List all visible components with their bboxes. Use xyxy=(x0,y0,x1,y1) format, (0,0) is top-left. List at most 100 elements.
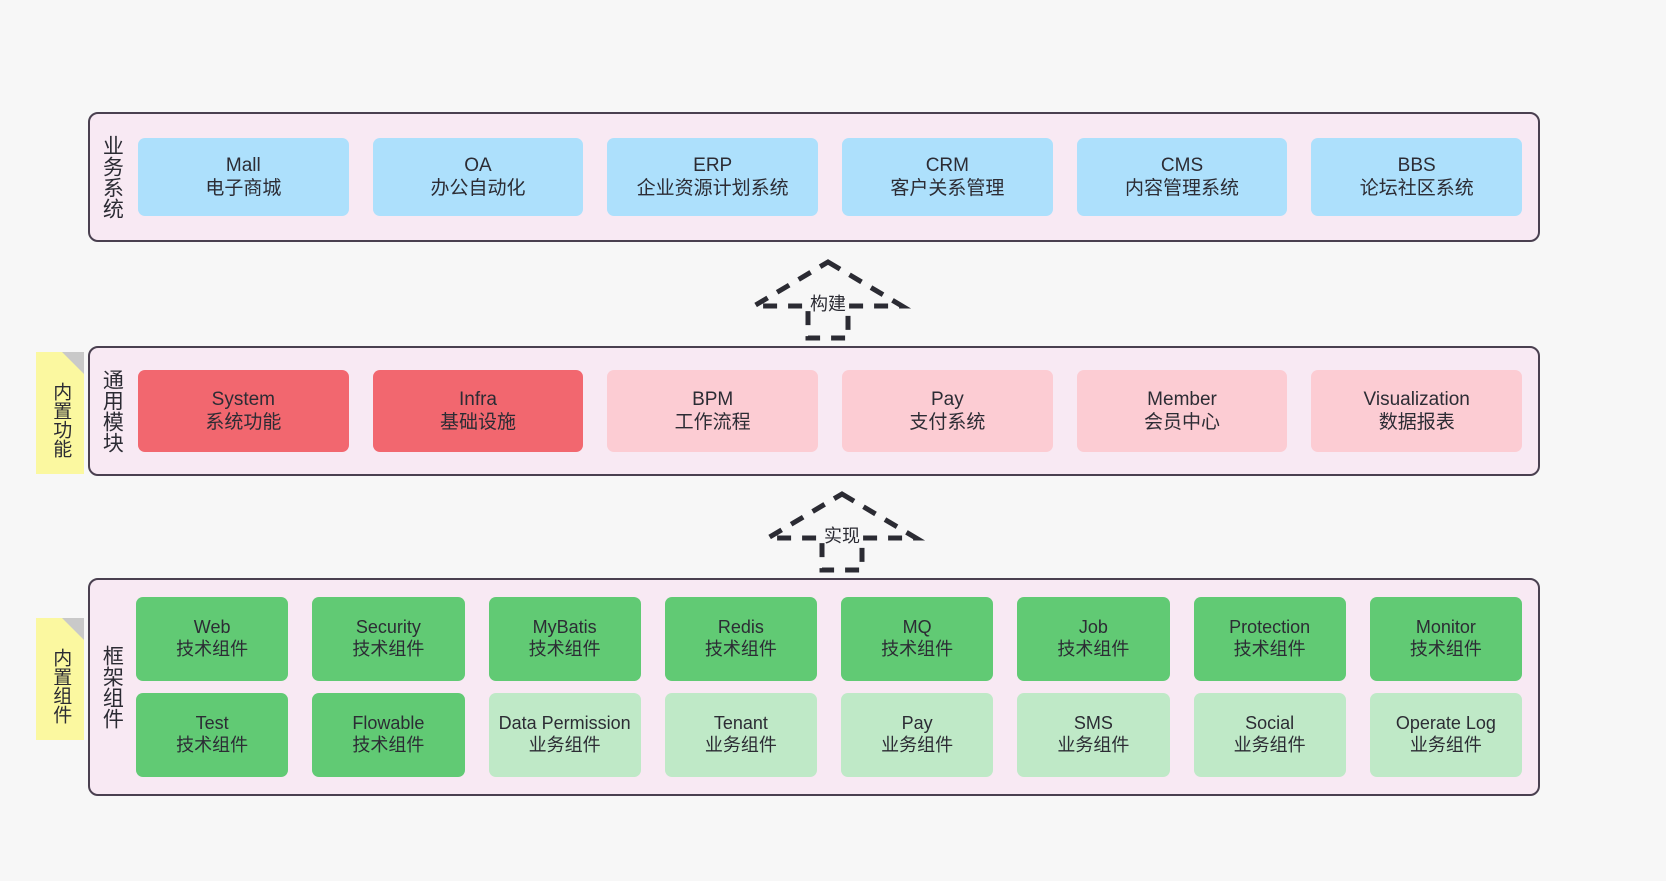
node-operate-log[interactable]: Operate Log 业务组件 xyxy=(1369,693,1522,777)
layer-body-business: Mall 电子商城 OA 办公自动化 ERP 企业资源计划系统 CRM 客户关系… xyxy=(132,114,1538,240)
node-subtitle: 工作流程 xyxy=(674,412,751,433)
node-subtitle: 技术组件 xyxy=(1233,639,1306,659)
node-subtitle: 支付系统 xyxy=(909,412,986,433)
node-subtitle: 论坛社区系统 xyxy=(1359,178,1474,199)
node-title: Test xyxy=(195,713,229,734)
node-title: System xyxy=(211,388,276,410)
node-monitor[interactable]: Monitor 技术组件 xyxy=(1369,597,1522,681)
node-subtitle: 业务组件 xyxy=(1233,735,1306,755)
node-subtitle: 业务组件 xyxy=(1409,735,1482,755)
node-title: Member xyxy=(1147,388,1217,410)
layer-row: Mall 电子商城 OA 办公自动化 ERP 企业资源计划系统 CRM 客户关系… xyxy=(138,138,1523,216)
connector-label: 构建 xyxy=(810,294,846,314)
node-subtitle: 企业资源计划系统 xyxy=(636,178,789,199)
node-subtitle: 客户关系管理 xyxy=(890,178,1005,199)
note-built-in-components: 内置组件 xyxy=(36,618,84,740)
node-title: Social xyxy=(1245,713,1295,734)
node-redis[interactable]: Redis 技术组件 xyxy=(664,597,817,681)
note-label: 内置功能 xyxy=(50,382,72,458)
layer-title-framework: 框架组件 xyxy=(100,645,124,729)
node-security[interactable]: Security 技术组件 xyxy=(312,597,465,681)
node-subtitle: 技术组件 xyxy=(704,639,777,659)
node-erp[interactable]: ERP 企业资源计划系统 xyxy=(607,138,819,216)
node-title: BPM xyxy=(692,388,734,410)
node-title: Pay xyxy=(930,388,964,410)
layer-title-business: 业务系统 xyxy=(100,135,124,219)
node-social[interactable]: Social 业务组件 xyxy=(1193,693,1346,777)
node-protection[interactable]: Protection 技术组件 xyxy=(1193,597,1346,681)
layer-row: Test 技术组件 Flowable 技术组件 Data Permission … xyxy=(136,693,1522,777)
layer-common-modules: 通用模块 System 系统功能 Infra 基础设施 BPM 工作流程 Pay… xyxy=(88,346,1540,476)
node-title: Pay xyxy=(901,713,933,734)
node-subtitle: 业务组件 xyxy=(1057,735,1130,755)
node-title: Security xyxy=(355,617,421,638)
node-title: Tenant xyxy=(713,713,768,734)
node-bbs[interactable]: BBS 论坛社区系统 xyxy=(1311,138,1523,216)
node-subtitle: 系统功能 xyxy=(205,412,282,433)
node-job[interactable]: Job 技术组件 xyxy=(1017,597,1170,681)
node-title: MQ xyxy=(902,617,932,638)
node-test[interactable]: Test 技术组件 xyxy=(136,693,289,777)
node-crm[interactable]: CRM 客户关系管理 xyxy=(842,138,1053,216)
node-title: Data Permission xyxy=(498,713,631,734)
node-oa[interactable]: OA 办公自动化 xyxy=(372,138,584,216)
node-title: OA xyxy=(464,154,492,176)
node-title: CRM xyxy=(925,154,969,176)
node-subtitle: 业务组件 xyxy=(704,735,777,755)
layer-body-modules: System 系统功能 Infra 基础设施 BPM 工作流程 Pay 支付系统… xyxy=(132,348,1538,474)
node-subtitle: 技术组件 xyxy=(528,639,601,659)
node-data-permission[interactable]: Data Permission 业务组件 xyxy=(488,693,641,777)
node-title: BBS xyxy=(1397,154,1436,176)
node-subtitle: 数据报表 xyxy=(1378,412,1455,433)
node-subtitle: 基础设施 xyxy=(440,412,517,433)
node-pay-biz[interactable]: Pay 业务组件 xyxy=(841,693,994,777)
node-title: Operate Log xyxy=(1395,713,1496,734)
connector-build: 构建 xyxy=(744,258,912,341)
note-built-in-functions: 内置功能 xyxy=(36,352,84,474)
node-subtitle: 技术组件 xyxy=(176,639,249,659)
node-subtitle: 内容管理系统 xyxy=(1125,178,1240,199)
node-subtitle: 技术组件 xyxy=(1409,639,1482,659)
node-subtitle: 技术组件 xyxy=(176,735,249,755)
node-mq[interactable]: MQ 技术组件 xyxy=(841,597,994,681)
node-bpm[interactable]: BPM 工作流程 xyxy=(607,370,819,452)
node-subtitle: 技术组件 xyxy=(1057,639,1130,659)
node-subtitle: 办公自动化 xyxy=(430,178,526,199)
node-title: Mall xyxy=(225,154,261,176)
node-title: SMS xyxy=(1073,713,1113,734)
node-infra[interactable]: Infra 基础设施 xyxy=(372,370,584,452)
layer-title-modules: 通用模块 xyxy=(100,369,124,453)
layer-business-systems: 业务系统 Mall 电子商城 OA 办公自动化 ERP 企业资源计划系统 CRM… xyxy=(88,112,1540,242)
note-fold-icon xyxy=(62,352,84,374)
node-sms[interactable]: SMS 业务组件 xyxy=(1017,693,1170,777)
node-web[interactable]: Web 技术组件 xyxy=(136,597,289,681)
node-title: Redis xyxy=(717,617,764,638)
node-pay[interactable]: Pay 支付系统 xyxy=(842,370,1053,452)
connector-label: 实现 xyxy=(824,526,860,546)
node-subtitle: 会员中心 xyxy=(1144,412,1221,433)
node-cms[interactable]: CMS 内容管理系统 xyxy=(1076,138,1288,216)
layer-row: System 系统功能 Infra 基础设施 BPM 工作流程 Pay 支付系统… xyxy=(138,370,1523,452)
node-tenant[interactable]: Tenant 业务组件 xyxy=(664,693,817,777)
node-mall[interactable]: Mall 电子商城 xyxy=(138,138,349,216)
node-member[interactable]: Member 会员中心 xyxy=(1076,370,1288,452)
node-title: MyBatis xyxy=(532,617,597,638)
node-system[interactable]: System 系统功能 xyxy=(138,370,349,452)
node-subtitle: 技术组件 xyxy=(352,735,425,755)
node-title: Web xyxy=(193,617,231,638)
node-subtitle: 业务组件 xyxy=(528,735,601,755)
layer-row: Web 技术组件 Security 技术组件 MyBatis 技术组件 Redi… xyxy=(136,597,1522,681)
node-title: CMS xyxy=(1160,154,1204,176)
note-fold-icon xyxy=(62,618,84,640)
node-flowable[interactable]: Flowable 技术组件 xyxy=(312,693,465,777)
node-title: Infra xyxy=(458,388,498,410)
layer-framework-components: 框架组件 Web 技术组件 Security 技术组件 MyBatis 技术组件… xyxy=(88,578,1540,796)
node-title: Monitor xyxy=(1415,617,1476,638)
node-title: Protection xyxy=(1229,617,1311,638)
node-visualization[interactable]: Visualization 数据报表 xyxy=(1311,370,1523,452)
node-subtitle: 技术组件 xyxy=(881,639,954,659)
connector-implement: 实现 xyxy=(758,490,926,573)
node-mybatis[interactable]: MyBatis 技术组件 xyxy=(488,597,641,681)
note-label: 内置组件 xyxy=(50,648,72,724)
